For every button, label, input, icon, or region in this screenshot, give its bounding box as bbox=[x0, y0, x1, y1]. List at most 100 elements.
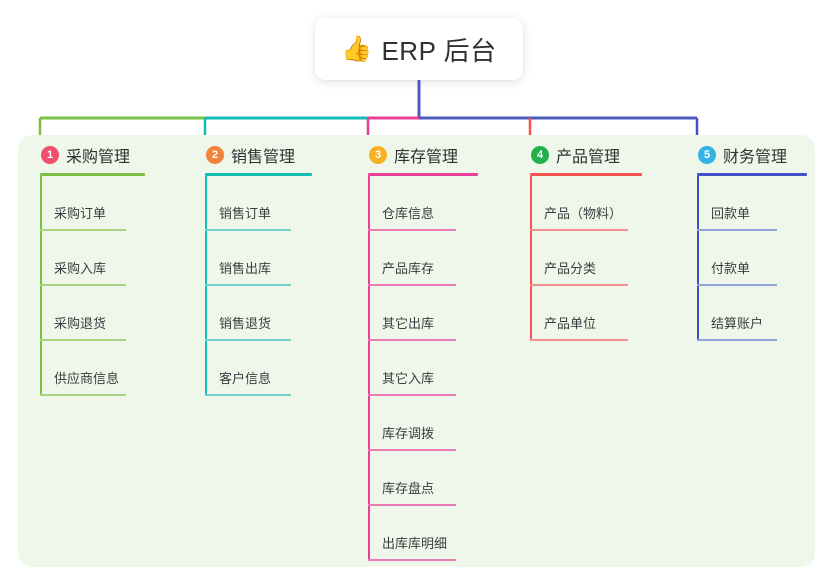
branch-column-1[interactable]: 1 采购管理采购订单采购入库采购退货供应商信息 bbox=[40, 142, 145, 396]
branch-stem bbox=[697, 176, 699, 341]
branch-column-5[interactable]: 5 财务管理回款单付款单结算账户 bbox=[697, 142, 807, 341]
branch-item-label: 仓库信息 bbox=[382, 206, 435, 221]
branch-title: 财务管理 bbox=[723, 149, 788, 166]
branch-stem bbox=[368, 176, 370, 561]
branch-items: 仓库信息产品库存其它出库其它入库库存调拨库存盘点出库库明细 bbox=[368, 176, 478, 561]
branch-item-rule bbox=[530, 229, 628, 231]
branch-item[interactable]: 供应商信息 bbox=[40, 341, 145, 396]
branch-title: 产品管理 bbox=[556, 149, 621, 166]
branch-item-label: 产品库存 bbox=[382, 261, 435, 276]
root-node-erp-backend[interactable]: 👍 ERP 后台 bbox=[315, 18, 523, 80]
branch-stem bbox=[40, 176, 42, 396]
branch-stem bbox=[205, 176, 207, 396]
branch-item[interactable]: 销售订单 bbox=[205, 176, 312, 231]
branch-item-rule bbox=[697, 339, 777, 341]
branch-header[interactable]: 5 财务管理 bbox=[697, 142, 807, 168]
branch-item-rule bbox=[205, 284, 291, 286]
branch-column-4[interactable]: 4 产品管理产品（物料） 产品分类产品单位 bbox=[530, 142, 642, 341]
branch-item-rule bbox=[368, 394, 456, 396]
branch-header-rule bbox=[368, 173, 478, 176]
branch-item-rule bbox=[205, 394, 291, 396]
branch-item[interactable]: 结算账户 bbox=[697, 286, 807, 341]
branch-items: 产品（物料） 产品分类产品单位 bbox=[530, 176, 642, 341]
branch-header-rule bbox=[530, 173, 642, 176]
branch-number-badge: 1 bbox=[41, 146, 59, 164]
branch-number-badge: 5 bbox=[698, 146, 716, 164]
branch-item-label: 结算账户 bbox=[711, 316, 764, 331]
branch-item-label: 销售订单 bbox=[219, 206, 272, 221]
branch-item[interactable]: 其它入库 bbox=[368, 341, 478, 396]
branch-item-rule bbox=[697, 229, 777, 231]
branch-column-3[interactable]: 3 库存管理仓库信息产品库存其它出库其它入库库存调拨库存盘点出库库明细 bbox=[368, 142, 478, 561]
branch-item[interactable]: 采购入库 bbox=[40, 231, 145, 286]
branch-item-rule bbox=[368, 504, 456, 506]
branch-item-label: 产品分类 bbox=[544, 261, 597, 276]
branch-item-label: 回款单 bbox=[711, 206, 751, 221]
branch-title: 采购管理 bbox=[66, 149, 131, 166]
branch-item[interactable]: 采购退货 bbox=[40, 286, 145, 341]
branch-item-rule bbox=[530, 339, 628, 341]
branch-item[interactable]: 产品（物料） bbox=[530, 176, 642, 231]
branch-item-rule bbox=[697, 284, 777, 286]
branch-item[interactable]: 仓库信息 bbox=[368, 176, 478, 231]
branch-item[interactable]: 销售退货 bbox=[205, 286, 312, 341]
branch-item[interactable]: 产品库存 bbox=[368, 231, 478, 286]
branch-items: 销售订单销售出库销售退货客户信息 bbox=[205, 176, 312, 396]
branch-header-rule bbox=[205, 173, 312, 176]
branch-item-label: 库存调拨 bbox=[382, 426, 435, 441]
branch-header-rule bbox=[40, 173, 145, 176]
branch-item[interactable]: 回款单 bbox=[697, 176, 807, 231]
branch-item-rule bbox=[40, 339, 126, 341]
branch-item-rule bbox=[40, 394, 126, 396]
branch-item-label: 出库库明细 bbox=[382, 536, 448, 551]
branch-item-label: 产品（物料） bbox=[544, 206, 623, 221]
branch-item-label: 销售退货 bbox=[219, 316, 272, 331]
branch-item-label: 产品单位 bbox=[544, 316, 597, 331]
branch-item-rule bbox=[368, 559, 456, 561]
branch-item[interactable]: 出库库明细 bbox=[368, 506, 478, 561]
branch-number-badge: 4 bbox=[531, 146, 549, 164]
branch-item[interactable]: 其它出库 bbox=[368, 286, 478, 341]
branch-item-label: 客户信息 bbox=[219, 371, 272, 386]
branch-item[interactable]: 付款单 bbox=[697, 231, 807, 286]
branch-item-label: 付款单 bbox=[711, 261, 751, 276]
branch-item-label: 采购订单 bbox=[54, 206, 107, 221]
branch-item-label: 采购退货 bbox=[54, 316, 107, 331]
branch-header[interactable]: 3 库存管理 bbox=[368, 142, 478, 168]
thumbs-up-icon: 👍 bbox=[341, 34, 373, 63]
branch-number-badge: 3 bbox=[369, 146, 387, 164]
branch-items: 采购订单采购入库采购退货供应商信息 bbox=[40, 176, 145, 396]
branch-item[interactable]: 产品分类 bbox=[530, 231, 642, 286]
branch-items: 回款单付款单结算账户 bbox=[697, 176, 807, 341]
branch-header[interactable]: 4 产品管理 bbox=[530, 142, 642, 168]
branch-item-rule bbox=[530, 284, 628, 286]
branch-item-rule bbox=[40, 284, 126, 286]
branch-item-label: 其它入库 bbox=[382, 371, 435, 386]
root-node-title: ERP 后台 bbox=[381, 35, 497, 66]
branch-item-rule bbox=[205, 229, 291, 231]
branch-item-rule bbox=[205, 339, 291, 341]
branch-item-label: 供应商信息 bbox=[54, 371, 120, 386]
branch-item-label: 库存盘点 bbox=[382, 481, 435, 496]
branch-item[interactable]: 库存盘点 bbox=[368, 451, 478, 506]
branch-item-label: 其它出库 bbox=[382, 316, 435, 331]
branch-item[interactable]: 采购订单 bbox=[40, 176, 145, 231]
branch-item[interactable]: 产品单位 bbox=[530, 286, 642, 341]
branch-header[interactable]: 1 采购管理 bbox=[40, 142, 145, 168]
branches-panel bbox=[18, 135, 815, 567]
branch-item-label: 采购入库 bbox=[54, 261, 107, 276]
branch-stem bbox=[530, 176, 532, 341]
branch-title: 库存管理 bbox=[394, 149, 459, 166]
branch-item-rule bbox=[40, 229, 126, 231]
branch-item-rule bbox=[368, 284, 456, 286]
branch-item-rule bbox=[368, 449, 456, 451]
branch-item[interactable]: 客户信息 bbox=[205, 341, 312, 396]
branch-item-label: 销售出库 bbox=[219, 261, 272, 276]
branch-item[interactable]: 销售出库 bbox=[205, 231, 312, 286]
branch-item[interactable]: 库存调拨 bbox=[368, 396, 478, 451]
branch-item-rule bbox=[368, 229, 456, 231]
branch-title: 销售管理 bbox=[231, 149, 296, 166]
